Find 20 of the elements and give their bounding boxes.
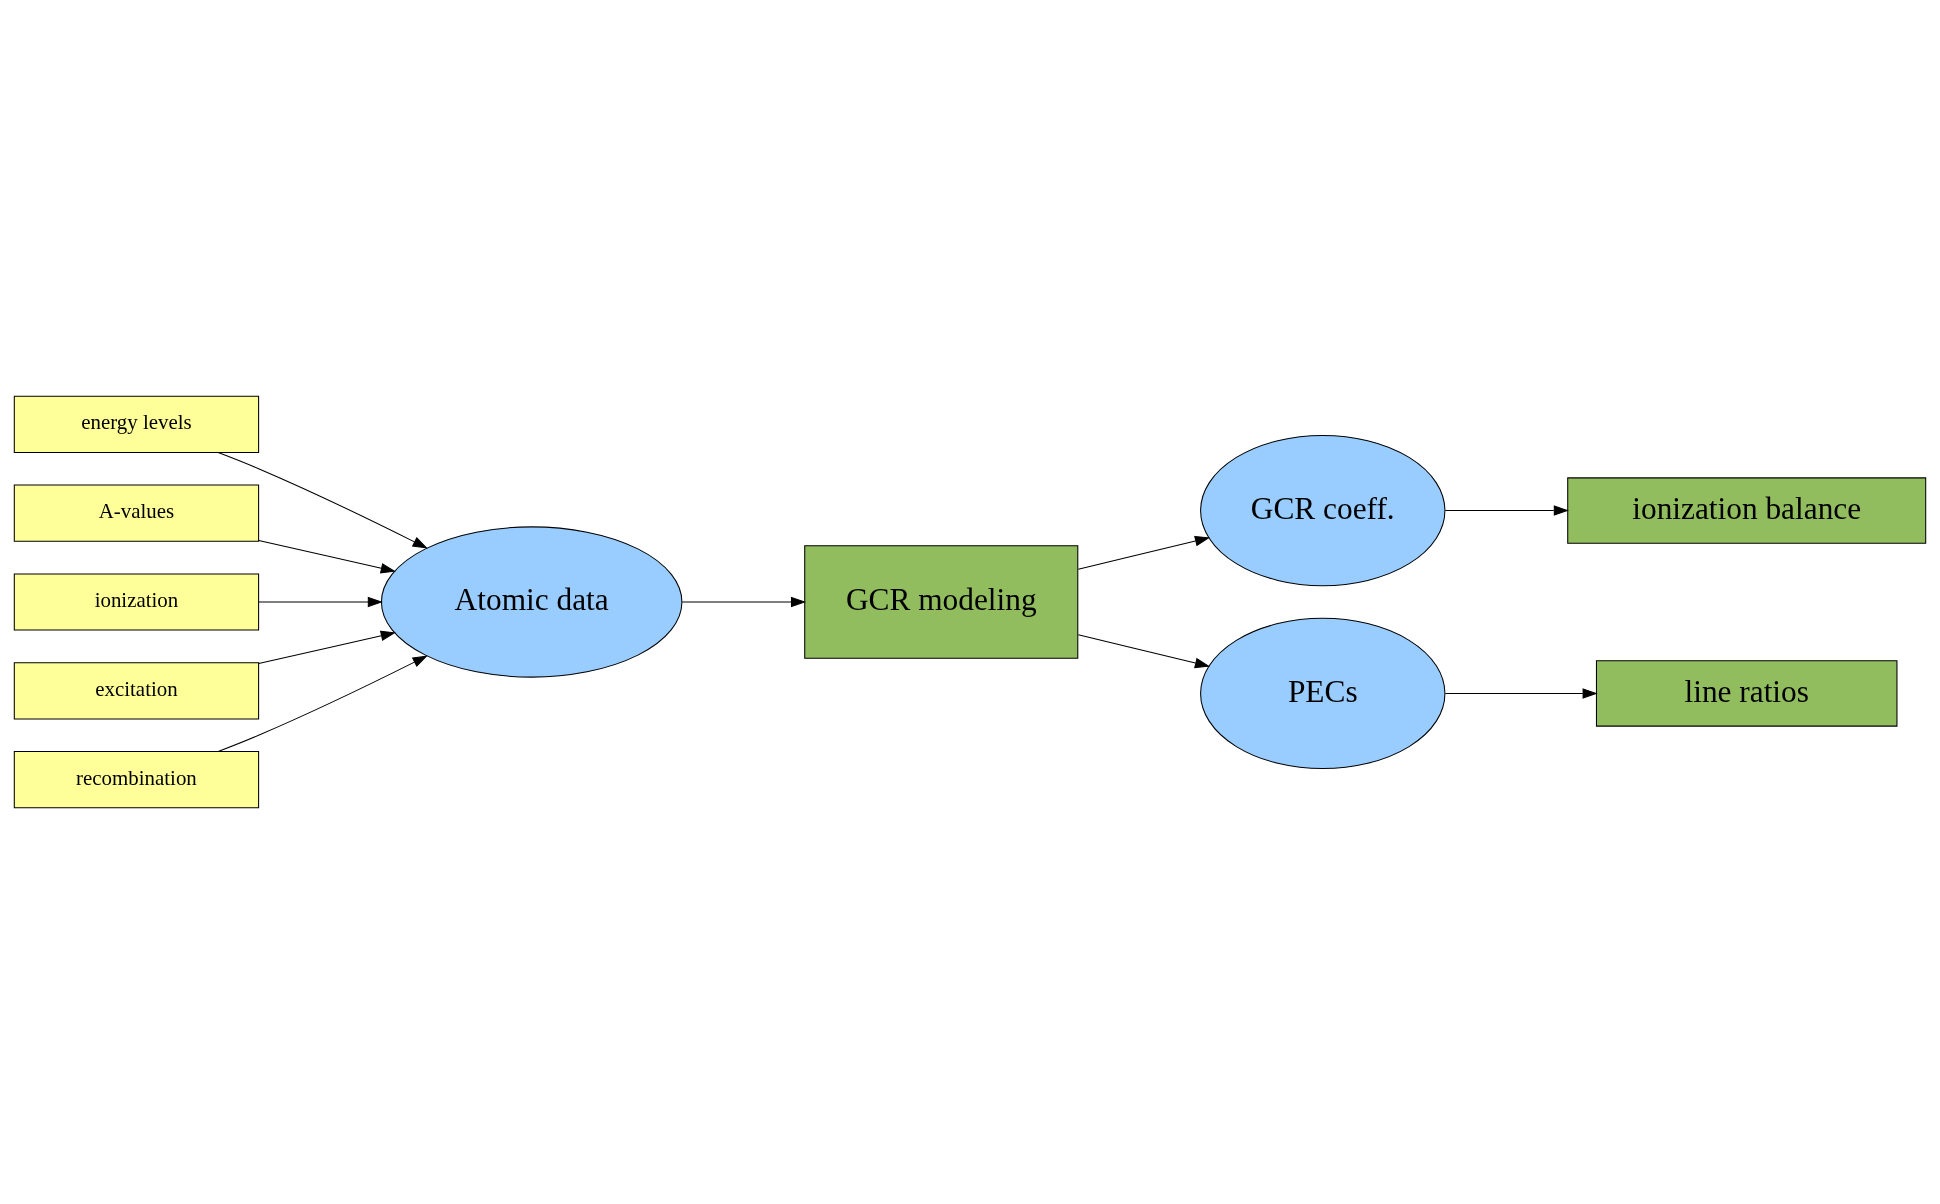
node-box: excitation <box>13 662 260 720</box>
node-box: GCR modeling <box>804 545 1079 659</box>
arrow <box>1444 688 1598 699</box>
arrow <box>1077 535 1211 570</box>
node-box: A-values <box>13 484 260 542</box>
node-ellipse: PECs <box>1200 617 1446 770</box>
arrow <box>258 540 396 574</box>
node-box: ionization <box>13 573 260 631</box>
arrow <box>258 596 383 608</box>
arrow <box>217 655 428 752</box>
arrow <box>681 596 807 608</box>
arrow <box>1077 634 1211 669</box>
node-box: recombination <box>13 751 260 809</box>
arrow <box>217 452 428 549</box>
node-ellipse: GCR coeff. <box>1200 434 1446 587</box>
node-box: line ratios <box>1595 660 1898 727</box>
node-box: energy levels <box>13 395 260 453</box>
arrow <box>1444 505 1569 516</box>
arrow <box>258 630 396 664</box>
node-box: ionization balance <box>1567 477 1927 544</box>
